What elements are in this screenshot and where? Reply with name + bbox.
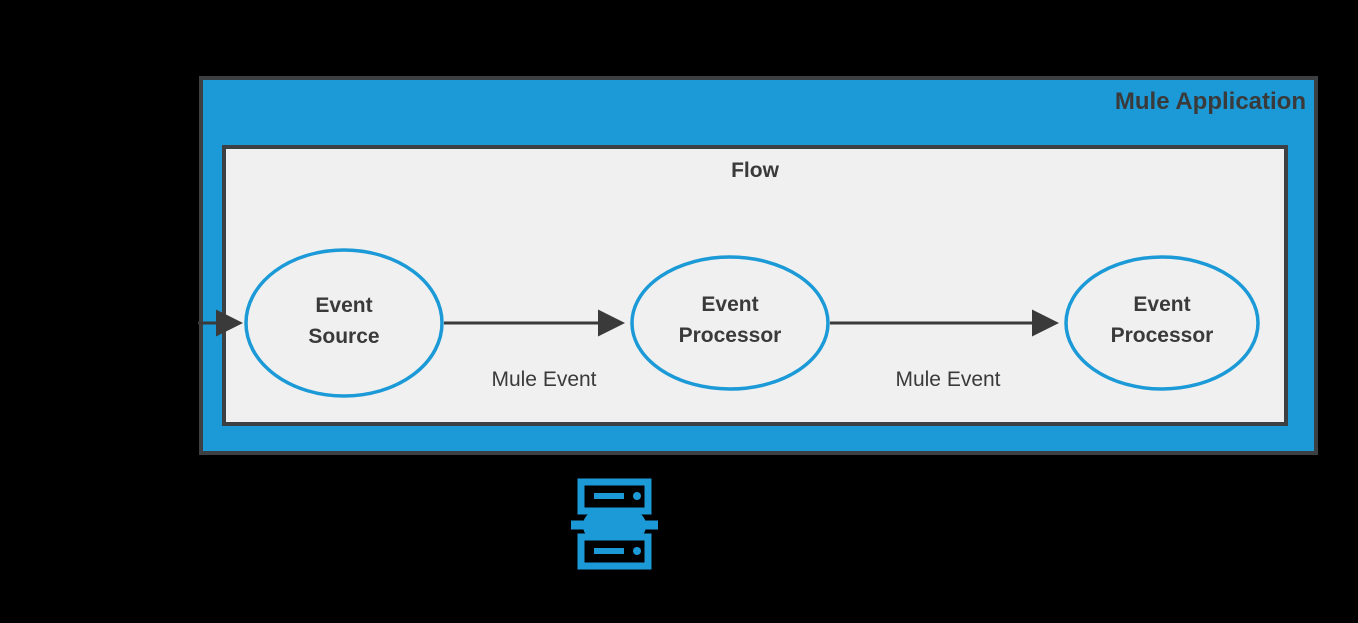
edge-source-to-processor1-label: Mule Event <box>491 368 596 391</box>
node-event-source[interactable]: Event Source <box>244 248 444 398</box>
mule-application-label: Mule Application <box>1115 88 1306 115</box>
event-processor-2-label-line2: Processor <box>1111 324 1214 347</box>
server-icon-bottom-led <box>633 547 641 555</box>
edge-source-to-processor1: Mule Event <box>444 309 625 391</box>
event-source-label-line2: Source <box>308 325 379 348</box>
event-processor-2-label-line1: Event <box>1133 293 1190 316</box>
server-icon-capsule <box>583 511 646 540</box>
server-icon <box>571 478 658 570</box>
edge-processor1-to-processor2: Mule Event <box>830 309 1059 391</box>
event-source-ellipse[interactable] <box>244 248 444 398</box>
event-processor-2-ellipse[interactable] <box>1064 255 1260 391</box>
event-processor-1-label-line2: Processor <box>679 324 782 347</box>
server-icon-top-led <box>633 492 641 500</box>
event-processor-1-label-line1: Event <box>701 293 758 316</box>
node-event-processor-1[interactable]: Event Processor <box>630 255 830 391</box>
event-processor-1-ellipse[interactable] <box>630 255 830 391</box>
event-source-label-line1: Event <box>315 294 372 317</box>
edge-processor1-to-processor2-label: Mule Event <box>895 368 1000 391</box>
node-event-processor-2[interactable]: Event Processor <box>1064 255 1260 391</box>
flow-label: Flow <box>731 159 779 182</box>
